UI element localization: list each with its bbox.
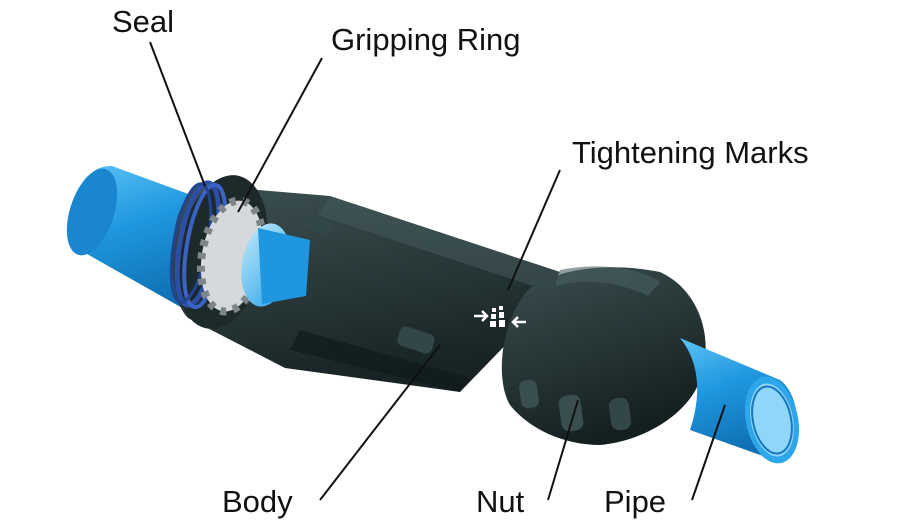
seal-leader-line bbox=[149, 41, 206, 187]
gripping-ring-leader-line bbox=[237, 57, 323, 213]
leader-lines bbox=[149, 41, 726, 501]
tightening-marks bbox=[474, 306, 526, 328]
pipe-label: Pipe bbox=[604, 484, 667, 519]
body-label: Body bbox=[222, 484, 293, 519]
tightening-marks-leader-line bbox=[507, 169, 561, 291]
tightening-marks-label: Tightening Marks bbox=[572, 135, 809, 170]
nut-leader-line bbox=[547, 399, 579, 501]
seal-label: Seal bbox=[112, 4, 175, 39]
body-leader-line bbox=[319, 344, 441, 501]
fitting-nut bbox=[501, 266, 706, 445]
pipe-leader-line bbox=[691, 404, 726, 501]
inner-pipe-end bbox=[241, 223, 310, 307]
nut-label: Nut bbox=[476, 484, 525, 519]
cutaway-end bbox=[169, 175, 310, 329]
gripping-ring-label: Gripping Ring bbox=[331, 22, 521, 57]
right-pipe bbox=[680, 338, 800, 464]
